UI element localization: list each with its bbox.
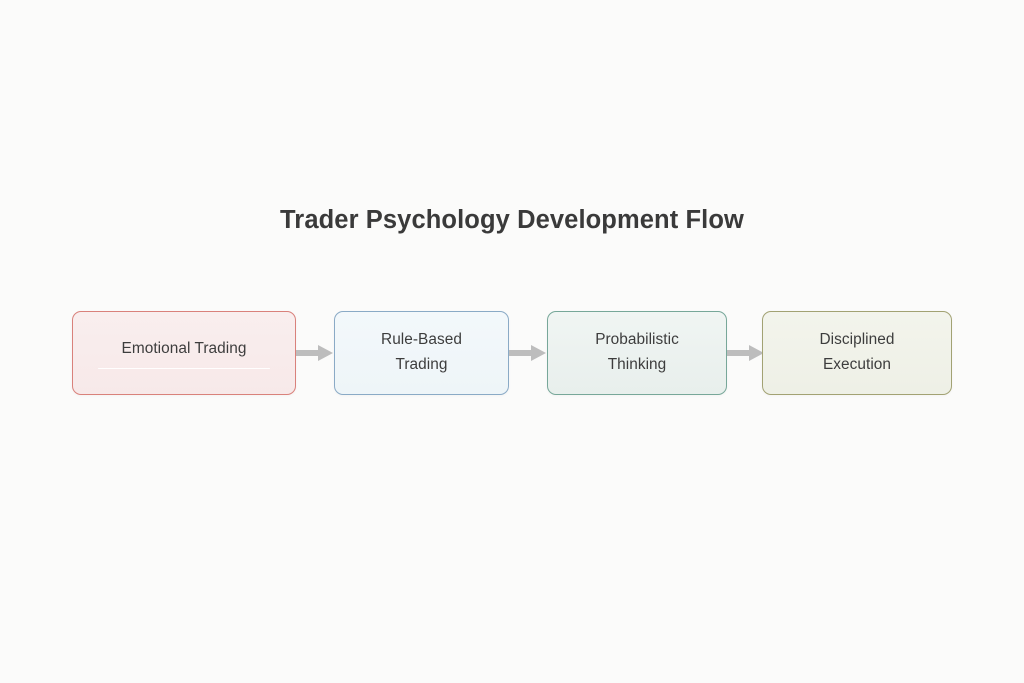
flow-arrow-icon [509, 342, 547, 364]
flow-arrow-icon [296, 342, 334, 364]
flow-chart: Emotional Trading Rule-Based Trading Pro… [72, 311, 952, 397]
flow-node-label: Rule-Based Trading [381, 331, 462, 373]
flow-node-emotional-trading[interactable]: Emotional Trading [72, 311, 296, 395]
node-divider-line [98, 368, 270, 370]
flow-arrow-icon [727, 342, 765, 364]
flow-node-label: Probabilistic Thinking [595, 331, 679, 373]
flow-node-label: Emotional Trading [121, 339, 247, 357]
page-title: Trader Psychology Development Flow [280, 206, 744, 234]
flow-node-label: Disciplined Execution [819, 331, 895, 373]
flow-node-probabilistic-thinking[interactable]: Probabilistic Thinking [547, 311, 727, 395]
flow-node-disciplined-execution[interactable]: Disciplined Execution [762, 311, 952, 395]
flow-node-rule-based-trading[interactable]: Rule-Based Trading [334, 311, 509, 395]
